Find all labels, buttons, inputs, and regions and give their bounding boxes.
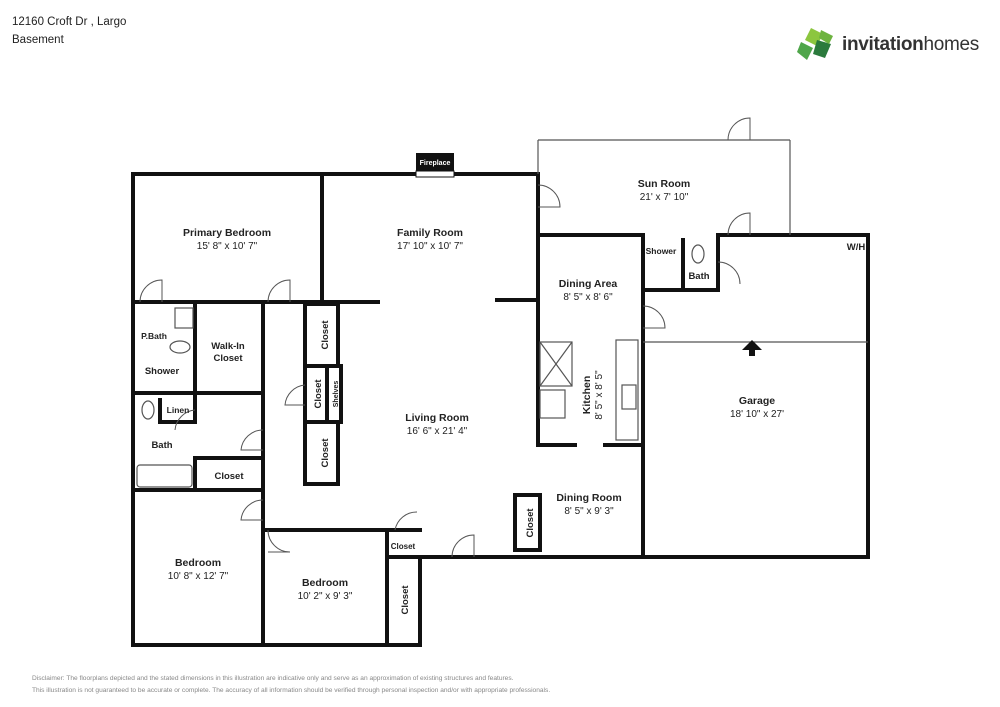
dining-closet-label: Closet: [525, 508, 536, 538]
garage-name: Garage: [739, 395, 775, 407]
living-closet-1-label: Closet: [320, 320, 331, 350]
kitchen-name: Kitchen: [581, 376, 593, 415]
level-label: Basement: [12, 34, 64, 46]
invitation-homes-logo-icon: [797, 28, 833, 60]
bedroom-2-dims: 10' 2" x 9' 3": [298, 591, 353, 602]
shelves-label: Shelves: [333, 381, 340, 408]
bath-label: Bath: [151, 440, 172, 451]
p-bath-label: P.Bath: [141, 331, 167, 341]
sun-room-name: Sun Room: [638, 178, 691, 190]
dining-room-name: Dining Room: [556, 492, 621, 504]
bedroom-2-name: Bedroom: [302, 577, 348, 589]
living-closet-3-label: Closet: [320, 438, 331, 468]
dining-room-dims: 8' 5" x 9' 3": [564, 506, 614, 517]
primary-bedroom-dims: 15' 8" x 10' 7": [197, 241, 258, 252]
dining-area-name: Dining Area: [559, 278, 618, 290]
brand-logo: invitationhomes: [797, 26, 987, 64]
family-room-name: Family Room: [397, 227, 463, 239]
primary-bedroom-name: Primary Bedroom: [183, 227, 271, 239]
garage-dims: 18' 10" x 27': [730, 409, 784, 420]
living-room-dims: 16' 6" x 21' 4": [407, 426, 468, 437]
linen-label: Linen: [167, 405, 190, 415]
sun-room-dims: 21' x 7' 10": [640, 192, 689, 203]
disclaimer-line-2: This illustration is not guaranteed to b…: [32, 687, 551, 694]
doors: [139, 117, 751, 558]
family-room-dims: 17' 10" x 10' 7": [397, 241, 463, 252]
shower-label: Shower: [145, 366, 180, 377]
kitchen-dims: 8' 5" x 8' 5": [594, 370, 605, 420]
living-room-name: Living Room: [405, 412, 469, 424]
bedroom-1-name: Bedroom: [175, 557, 221, 569]
hall-closet-label: Closet: [214, 471, 244, 482]
address-line: 12160 Croft Dr , Largo: [12, 16, 127, 28]
sun-shower-label: Shower: [646, 246, 677, 256]
living-closet-2-label: Closet: [313, 379, 324, 409]
disclaimer-line-1: Disclaimer: The floorplans depicted and …: [32, 675, 514, 682]
bedroom-2-closet-label: Closet: [400, 585, 411, 615]
water-heater-label: W/H: [847, 242, 866, 253]
sun-bath-label: Bath: [688, 271, 709, 282]
up-arrow-icon: [742, 340, 762, 356]
walls: [131, 172, 870, 647]
fireplace-label: Fireplace: [420, 160, 451, 167]
fireplace-box: [416, 153, 454, 171]
dining-area-dims: 8' 5" x 8' 6": [563, 292, 613, 303]
brand-name: invitationhomes: [842, 34, 979, 55]
walk-in-label: Walk-In: [211, 341, 245, 352]
walk-in-closet-label: Closet: [213, 353, 243, 364]
thin-walls: [136, 139, 868, 488]
bedroom-1-dims: 10' 8" x 12' 7": [168, 571, 229, 582]
bedroom-small-closet-label: Closet: [391, 542, 416, 551]
